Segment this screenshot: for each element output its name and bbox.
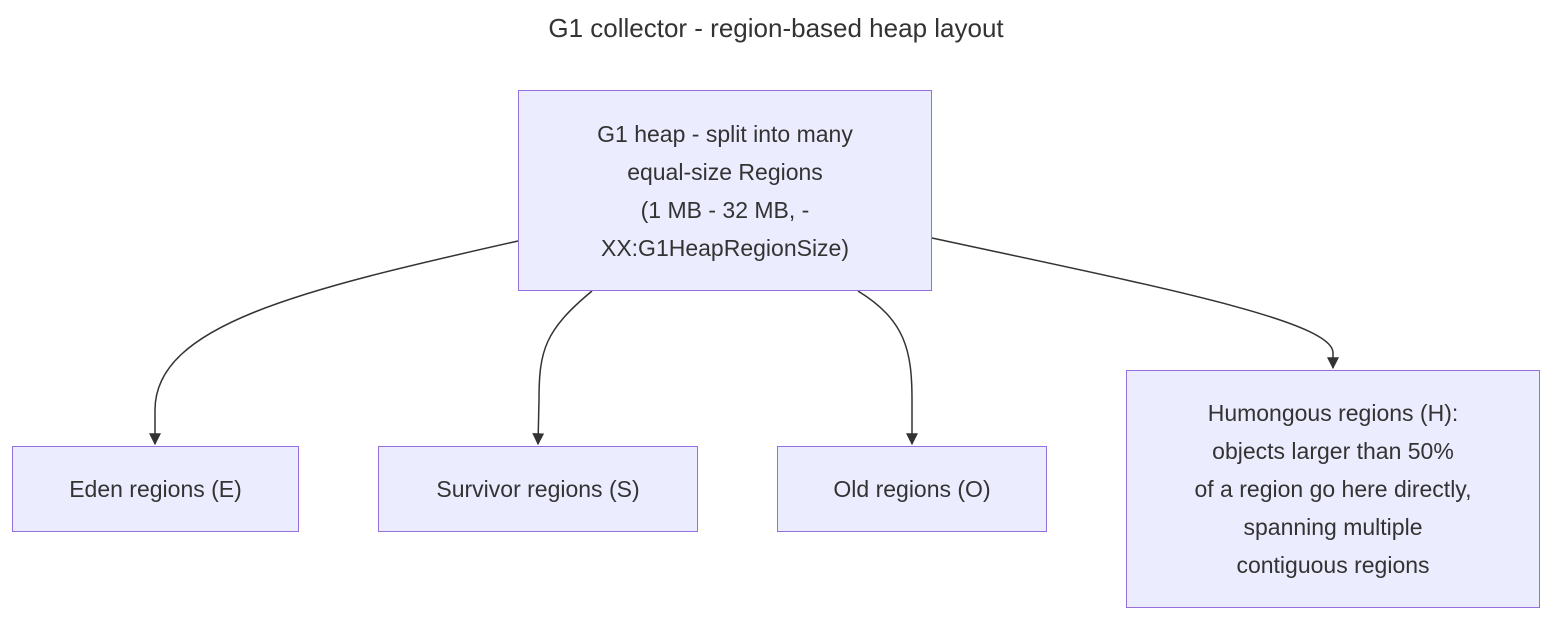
node-g1-heap-label: G1 heap - split into many equal-size Reg… <box>597 120 853 261</box>
edge-heap-to-eden <box>149 240 519 446</box>
node-survivor-regions-label: Survivor regions (S) <box>436 476 640 502</box>
edge-heap-to-old <box>857 290 918 446</box>
node-g1-heap: G1 heap - split into many equal-size Reg… <box>518 90 932 291</box>
node-humongous-regions-label: Humongous regions (H): objects larger th… <box>1194 400 1472 578</box>
node-eden-regions: Eden regions (E) <box>12 446 299 532</box>
edge-heap-to-survivor <box>532 290 593 446</box>
node-old-regions-label: Old regions (O) <box>833 476 991 502</box>
edge-heap-to-humongous <box>931 237 1339 370</box>
node-old-regions: Old regions (O) <box>777 446 1047 532</box>
node-eden-regions-label: Eden regions (E) <box>69 476 242 502</box>
diagram-title: G1 collector - region-based heap layout <box>548 13 1004 43</box>
node-humongous-regions: Humongous regions (H): objects larger th… <box>1126 370 1540 608</box>
node-survivor-regions: Survivor regions (S) <box>378 446 698 532</box>
